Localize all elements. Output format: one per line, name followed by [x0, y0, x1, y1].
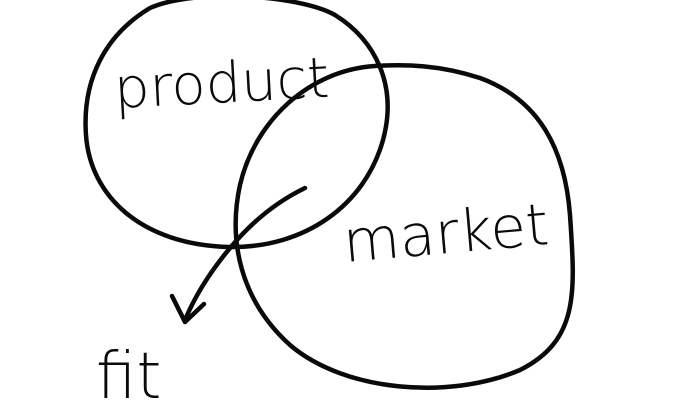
market-label: market: [340, 190, 551, 276]
market-circle: [233, 62, 576, 390]
product-label: product: [112, 46, 330, 122]
fit-label: fit: [96, 340, 161, 400]
product-circle: [83, 0, 390, 250]
arrow-shaft: [182, 185, 308, 323]
arrow-head-icon: [169, 293, 207, 325]
